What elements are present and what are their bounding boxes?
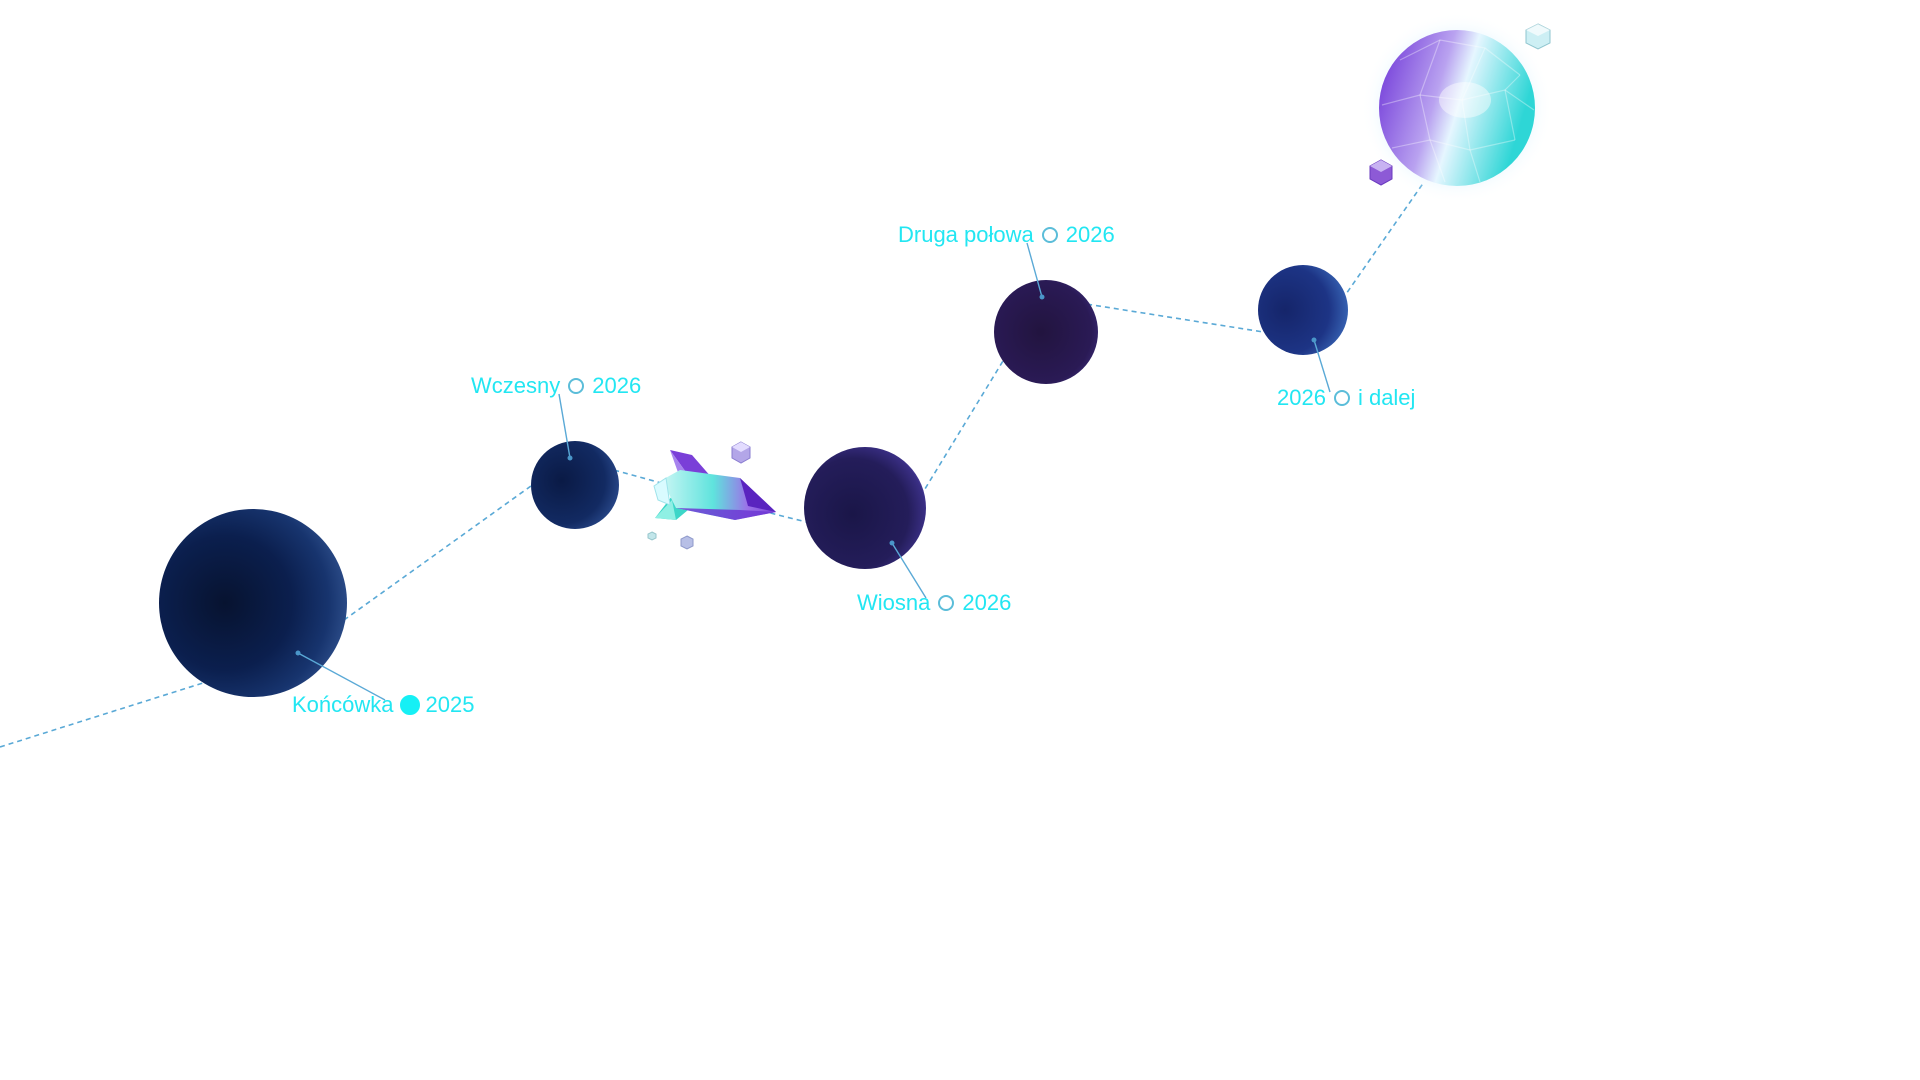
- crystal-planet-icon: [1361, 12, 1553, 204]
- planet-icon: [994, 280, 1098, 384]
- gem-icon: [1525, 23, 1551, 50]
- timeline-dot-icon: [1041, 227, 1058, 243]
- milestone-phase: i dalej: [1357, 385, 1416, 410]
- gem-icon: [680, 535, 694, 550]
- gem-icon: [647, 531, 657, 541]
- milestone-year: 2026: [962, 590, 1012, 615]
- rocket-icon: [653, 450, 776, 520]
- milestone-phase: Druga połowa: [898, 222, 1034, 247]
- milestone-year: 2026: [1277, 385, 1326, 410]
- milestone-wczesny-2026[interactable]: Wczesny 2026: [471, 372, 641, 400]
- milestone-wiosna-2026[interactable]: Wiosna 2026: [857, 589, 1011, 617]
- junction-dots: [295, 294, 1317, 656]
- gem-icon: [731, 441, 751, 464]
- timeline-dot-icon: [568, 378, 585, 394]
- milestone-year: 2025: [425, 692, 475, 717]
- milestone-year: 2026: [592, 373, 642, 398]
- timeline-dot-icon: [1333, 390, 1350, 406]
- gem-icon: [1369, 159, 1393, 186]
- milestone-2026-i-dalej[interactable]: 2026 i dalej: [1277, 384, 1415, 412]
- planet-icon: [531, 441, 619, 529]
- timeline-dot-icon: [938, 595, 955, 611]
- planet-icon: [159, 509, 347, 697]
- milestone-year: 2026: [1065, 222, 1115, 247]
- milestone-druga-polowa-2026[interactable]: Druga połowa 2026: [898, 221, 1115, 249]
- planet-icon: [804, 447, 926, 569]
- milestone-koncowka-2025[interactable]: Końcówka 2025: [292, 691, 474, 719]
- timeline-dot-icon: [399, 695, 420, 715]
- planet-icon: [1258, 265, 1348, 355]
- milestone-leaders: [297, 242, 1331, 701]
- planets: [159, 265, 1348, 697]
- milestone-phase: Wczesny: [471, 373, 561, 398]
- milestone-phase: Końcówka: [292, 692, 394, 717]
- milestone-phase: Wiosna: [857, 590, 931, 615]
